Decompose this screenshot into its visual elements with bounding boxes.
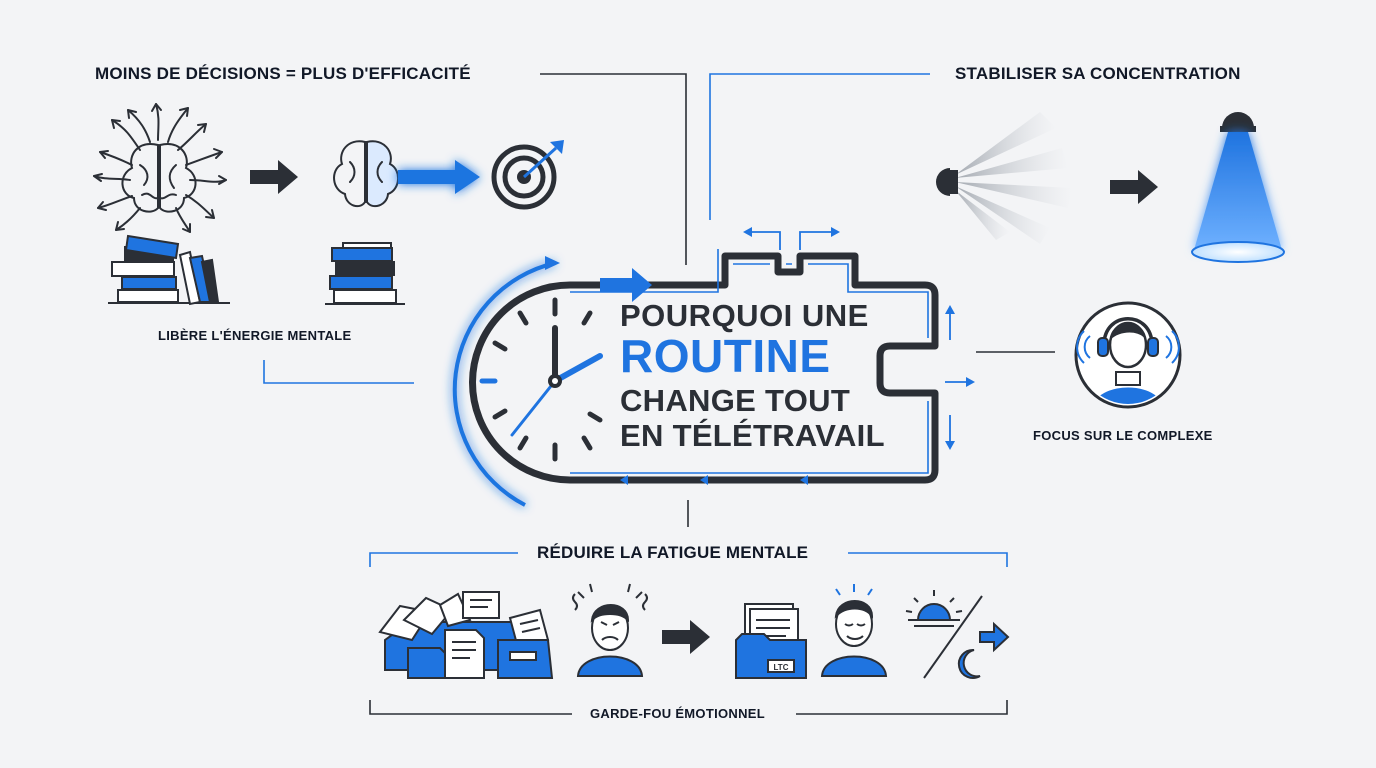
- top-split-arrows: [748, 231, 835, 250]
- neat-books-icon: [325, 242, 405, 305]
- routine-path-inner: [570, 249, 929, 474]
- arrow-right-icon: [662, 620, 710, 654]
- connector-decisions: [540, 73, 687, 265]
- title-line-2: ROUTINE: [620, 330, 831, 382]
- concentration-heading: STABILISER SA CONCENTRATION: [955, 64, 1241, 83]
- organized-folder-icon: LTC: [735, 603, 807, 679]
- decisions-heading: MOINS DE DÉCISIONS = PLUS D'EFFICACITÉ: [95, 64, 471, 83]
- folder-tag-label: LTC: [774, 663, 789, 672]
- clock-glow-arc: [452, 261, 556, 507]
- calm-person-icon: [820, 584, 888, 677]
- stressed-person-icon: [572, 583, 648, 677]
- connector-lines: [263, 73, 1055, 715]
- scattered-light-icon: [936, 112, 1072, 244]
- clock-ticks: [492, 297, 603, 462]
- decisions-caption: LIBÈRE L'ÉNERGIE MENTALE: [158, 328, 352, 343]
- bracket-bottom-left: [369, 700, 572, 715]
- target-icon: [491, 140, 564, 210]
- messy-folders-icon: [378, 591, 554, 679]
- routine-path-outline: [469, 252, 939, 484]
- title-line-1: POURQUOI UNE: [620, 298, 869, 333]
- arrow-right-icon: [250, 160, 298, 194]
- entry-arrow: [600, 268, 652, 302]
- focus-caption: FOCUS SUR LE COMPLEXE: [1033, 428, 1213, 443]
- messy-books-icon: [108, 234, 230, 306]
- arrow-right-icon: [1110, 170, 1158, 204]
- title-line-3: CHANGE TOUT: [620, 383, 851, 418]
- title-line-4: EN TÉLÉTRAVAIL: [620, 418, 885, 453]
- small-brain-icon: [333, 140, 399, 208]
- connector-concentration: [709, 73, 930, 220]
- bracket-top-right: [848, 552, 1008, 567]
- brain-arrows-icon: [93, 103, 227, 233]
- blue-arrow-icon: [398, 160, 480, 194]
- clock-minute-hand: [552, 353, 603, 384]
- spotlight-icon: [1191, 112, 1285, 263]
- fatigue-heading: RÉDUIRE LA FATIGUE MENTALE: [537, 543, 809, 562]
- clock-second-hand: [510, 379, 557, 437]
- headphones-person-icon: [1074, 301, 1182, 409]
- central-clock-group: [452, 227, 975, 507]
- connector-energy: [263, 360, 414, 384]
- day-night-switch-icon: [905, 590, 1010, 679]
- bracket-top-left: [369, 552, 518, 567]
- glow-arrow-head: [545, 256, 560, 270]
- bracket-bottom-right: [796, 700, 1008, 715]
- main-title: POURQUOI UNE ROUTINE CHANGE TOUT EN TÉLÉ…: [620, 300, 920, 451]
- fatigue-caption: GARDE-FOU ÉMOTIONNEL: [590, 706, 765, 721]
